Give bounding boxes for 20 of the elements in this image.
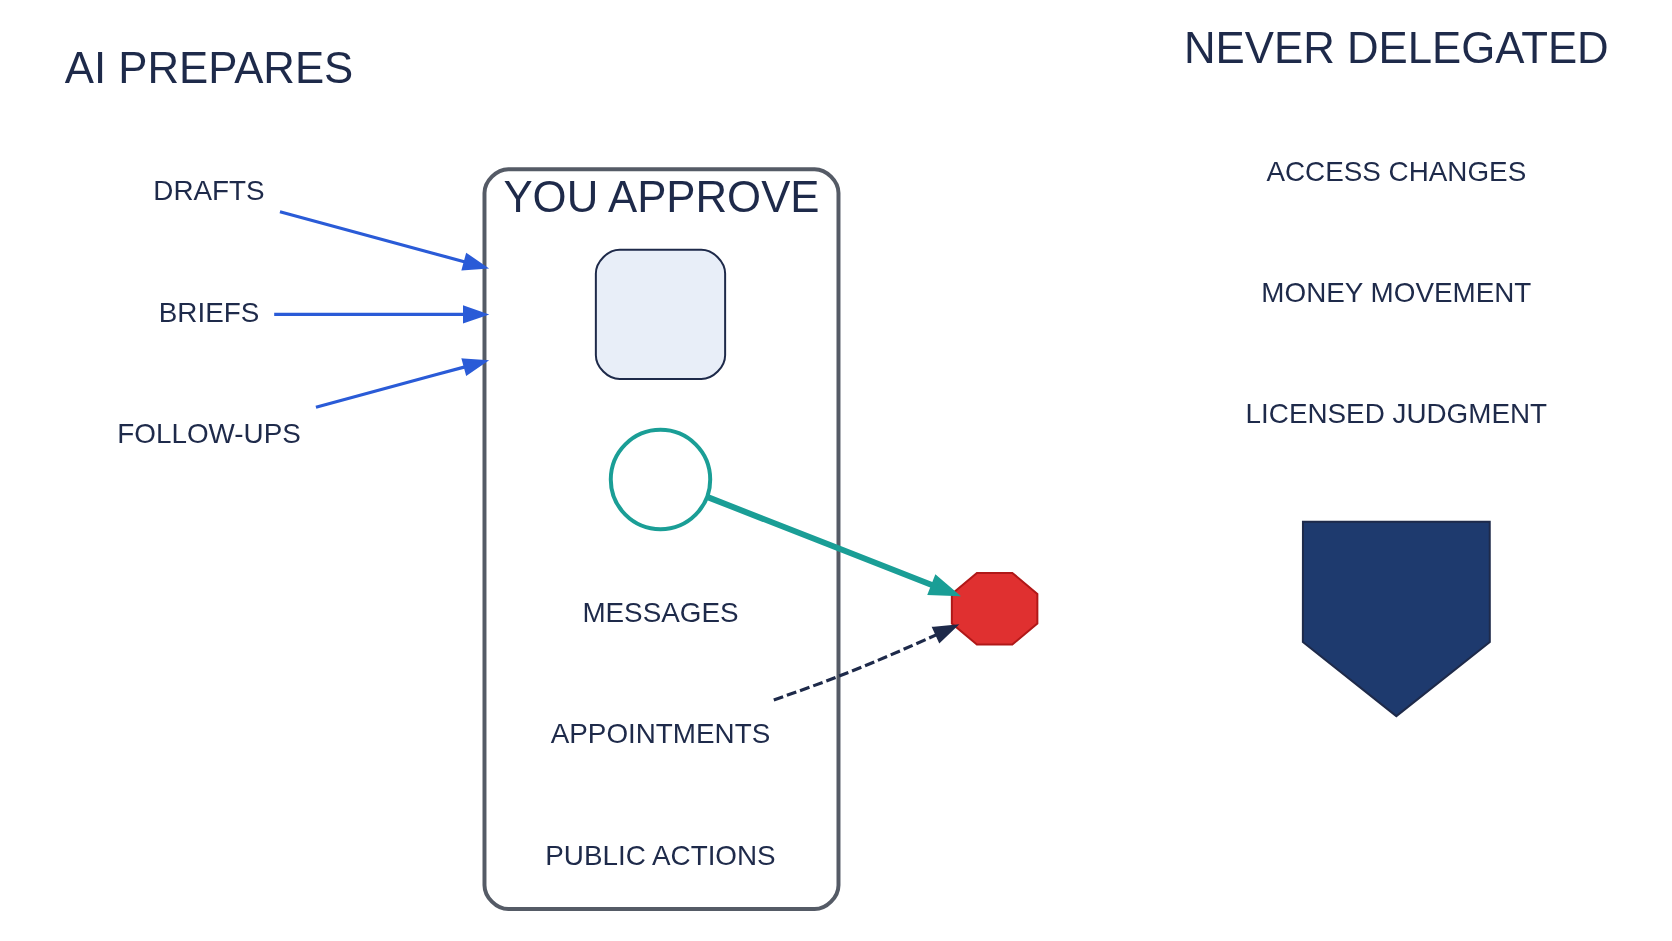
node-text: PUBLIC ACTIONS [544,839,776,871]
node-text: MONEY MOVEMENT [1260,276,1531,308]
node-text: MESSAGES [581,597,739,629]
node-text: FOLLOW-UPS [116,418,301,450]
node-text: DRAFTS [152,175,265,207]
node-octagon [950,571,1038,646]
arrow [315,358,489,409]
arrow [706,494,961,597]
label: AI PREPARES [64,42,353,92]
label: NEVER DELEGATED [1183,23,1609,72]
node-text: LICENSED JUDGMENT [1245,398,1547,430]
node-text: BRIEFS [158,296,259,328]
arrow [273,305,489,324]
node-shield [1301,520,1491,718]
node-text: APPOINTMENTS [550,718,770,750]
arrow [772,624,959,702]
arrow [279,210,489,271]
node-person [594,248,726,380]
node-text: ACCESS CHANGES [1265,155,1526,187]
node-circle [608,427,712,532]
